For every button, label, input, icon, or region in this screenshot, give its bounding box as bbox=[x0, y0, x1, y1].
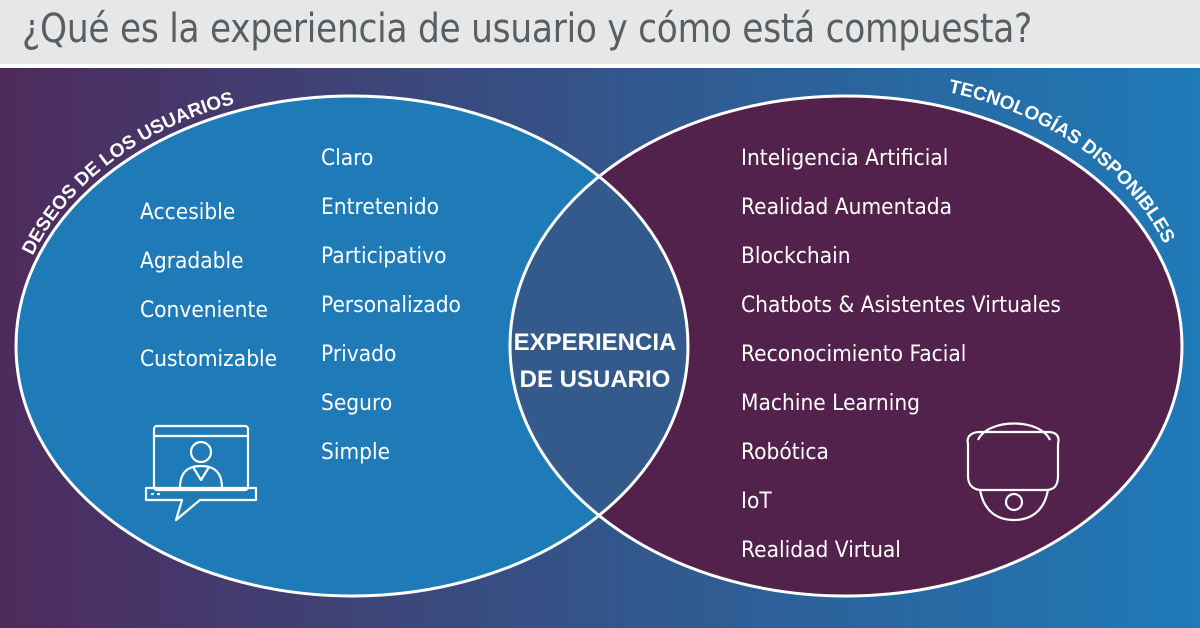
video-call-user-icon bbox=[144, 424, 258, 522]
technologies-list: Inteligencia Artificial Realidad Aumenta… bbox=[741, 134, 1089, 575]
intersection-label: EXPERIENCIA DE USUARIO bbox=[500, 324, 690, 398]
list-item: Entretenido bbox=[321, 195, 439, 220]
list-item: Realidad Virtual bbox=[741, 538, 901, 563]
list-item: Customizable bbox=[140, 347, 278, 372]
list-item: Agradable bbox=[140, 249, 244, 274]
list-item: Reconocimiento Facial bbox=[741, 342, 967, 367]
list-item: Inteligencia Artificial bbox=[741, 146, 949, 171]
vr-headset-icon bbox=[966, 422, 1060, 522]
venn-graphic: DESEOS DE LOS USUARIOS TECNOLOGÍAS DISPO… bbox=[0, 68, 1200, 628]
intersection-line-1: EXPERIENCIA bbox=[513, 329, 677, 356]
header-divider bbox=[0, 64, 1200, 68]
page-title: ¿Qué es la experiencia de usuario y cómo… bbox=[22, 6, 1033, 52]
intersection-line-2: DE USUARIO bbox=[519, 366, 671, 393]
list-item: Machine Learning bbox=[741, 391, 921, 416]
list-item: IoT bbox=[741, 489, 772, 514]
right-circle bbox=[510, 96, 1182, 596]
list-item: Realidad Aumentada bbox=[741, 195, 953, 220]
list-item: Personalizado bbox=[321, 293, 461, 318]
list-item: Participativo bbox=[321, 244, 447, 269]
list-item: Robótica bbox=[741, 440, 829, 465]
header-bar: ¿Qué es la experiencia de usuario y cómo… bbox=[0, 0, 1200, 64]
list-item: Chatbots & Asistentes Virtuales bbox=[741, 293, 1061, 318]
list-item: Simple bbox=[321, 440, 391, 465]
list-item: Claro bbox=[321, 146, 374, 171]
list-item: Accesible bbox=[140, 200, 236, 225]
venn-diagram: DESEOS DE LOS USUARIOS TECNOLOGÍAS DISPO… bbox=[0, 68, 1200, 628]
list-item: Privado bbox=[321, 342, 397, 367]
list-item: Blockchain bbox=[741, 244, 851, 269]
user-desires-list-2: Claro Entretenido Participativo Personal… bbox=[321, 134, 473, 477]
list-item: Conveniente bbox=[140, 298, 268, 323]
left-circle bbox=[16, 96, 688, 596]
list-item: Seguro bbox=[321, 391, 393, 416]
user-desires-list-1: Accesible Agradable Conveniente Customiz… bbox=[140, 188, 289, 384]
